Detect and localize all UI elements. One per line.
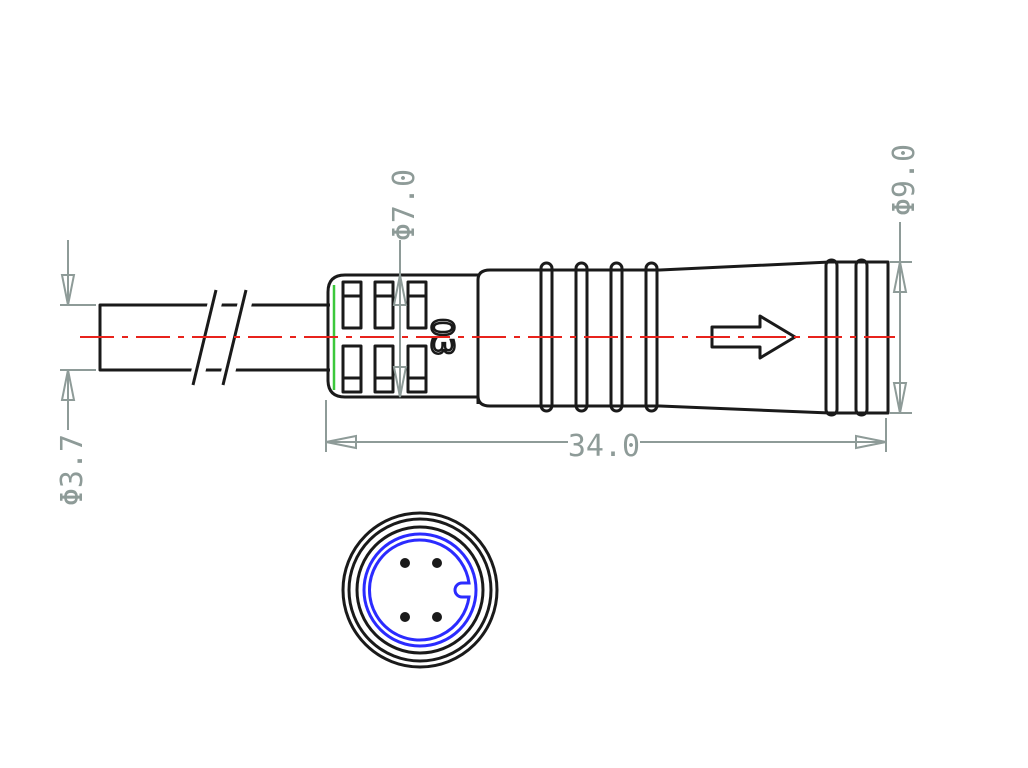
dimension-overall-length: 34.0 xyxy=(325,400,887,464)
body-diameter-label: Φ9.0 xyxy=(887,144,922,216)
dimension-body-diameter: Φ9.0 xyxy=(887,144,922,414)
overall-length-label: 34.0 xyxy=(568,429,640,464)
direction-arrow-icon xyxy=(710,314,797,360)
dimension-cable-diameter: Φ3.7 xyxy=(55,240,96,506)
dimension-overmold-diameter: Φ7.0 xyxy=(387,169,422,398)
cable-diameter-label: Φ3.7 xyxy=(55,434,90,506)
connector-end-view xyxy=(341,511,499,669)
overmold-diameter-label: Φ7.0 xyxy=(387,169,422,241)
contact-pins xyxy=(400,558,442,622)
